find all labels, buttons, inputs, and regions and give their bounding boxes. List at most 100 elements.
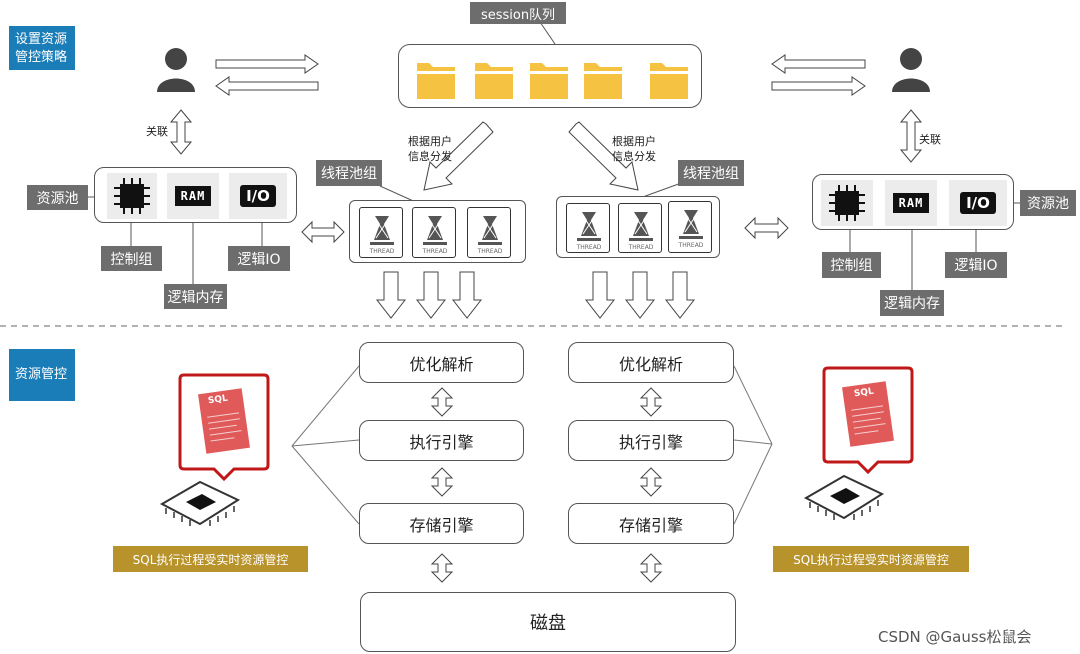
folder-icon xyxy=(475,63,513,99)
left-dispatch-arrow xyxy=(423,121,494,191)
right-relate-arrow xyxy=(899,109,923,163)
sql-bubble: SQL xyxy=(178,373,270,482)
sql-realtime-text: SQL执行过程受实时资源管控 xyxy=(793,552,949,567)
dispatch-label: 根据用户 信息分发 xyxy=(404,134,456,164)
resource-pool-tag: 资源池 xyxy=(27,185,88,210)
ram-chip-icon: RAM xyxy=(167,173,219,219)
thread-pool-group-tag: 线程池组 xyxy=(316,160,382,186)
relate-label: 关联 xyxy=(919,133,941,146)
ram-text: RAM xyxy=(892,193,930,213)
execution-engine-box: 执行引擎 xyxy=(568,420,734,461)
folder-icon xyxy=(650,63,688,99)
control-group-text: 控制组 xyxy=(830,258,873,274)
thread-caption: THREAD xyxy=(576,244,602,251)
storage-engine-box: 存储引擎 xyxy=(568,503,734,544)
storage-engine-text: 存储引擎 xyxy=(409,515,474,535)
io-icon: I/O xyxy=(229,173,287,219)
execution-engine-box: 执行引擎 xyxy=(359,420,524,461)
io-text: I/O xyxy=(960,192,996,214)
thread-caption: THREAD xyxy=(678,242,704,249)
processor-chip-icon xyxy=(156,470,242,532)
logic-memory-tag: 逻辑内存 xyxy=(880,290,944,316)
sql-realtime-tag: SQL执行过程受实时资源管控 xyxy=(773,546,969,572)
disk-box: 磁盘 xyxy=(360,592,736,652)
session-queue-text: session队列 xyxy=(480,7,556,23)
engine-updown-arrows xyxy=(430,387,663,583)
thread-spool-icon: THREAD xyxy=(566,203,610,253)
right-fan-lines xyxy=(733,365,773,525)
thread-caption: THREAD xyxy=(422,248,448,255)
left-fan-lines xyxy=(291,365,360,525)
resource-pool-text: 资源池 xyxy=(36,190,79,207)
thread-pool-group-box: THREAD THREAD THREAD xyxy=(556,196,720,258)
thread-caption: THREAD xyxy=(477,248,503,255)
relate-label: 关联 xyxy=(146,125,168,138)
storage-engine-box: 存储引擎 xyxy=(359,503,524,544)
set-policy-tag: 设置资源管控策略 xyxy=(9,26,75,70)
left-relate-arrow xyxy=(169,109,193,155)
logic-memory-tag: 逻辑内存 xyxy=(164,284,227,309)
right-pool-thread-arrow xyxy=(744,216,789,240)
logic-memory-text: 逻辑内存 xyxy=(167,289,224,306)
sql-realtime-text: SQL执行过程受实时资源管控 xyxy=(132,552,289,567)
thread-caption: THREAD xyxy=(369,248,395,255)
right-dispatch-arrow xyxy=(568,121,639,191)
sql-realtime-tag: SQL执行过程受实时资源管控 xyxy=(113,546,308,572)
session-queue-tag: session队列 xyxy=(470,2,566,24)
sql-bubble: SQL xyxy=(822,366,914,475)
right-user-queue-arrows xyxy=(771,54,866,96)
session-folders xyxy=(417,63,688,99)
optimize-parse-box: 优化解析 xyxy=(359,342,524,383)
logic-memory-text: 逻辑内存 xyxy=(884,296,940,312)
dispatch-line-1: 根据用户 xyxy=(408,135,452,148)
control-group-tag: 控制组 xyxy=(822,252,881,278)
disk-text: 磁盘 xyxy=(530,613,566,634)
session-queue-box xyxy=(398,44,702,108)
thread-pool-group-text: 线程池组 xyxy=(683,166,739,182)
left-user-queue-arrows xyxy=(215,54,319,96)
optimize-parse-text: 优化解析 xyxy=(618,354,683,374)
cpu-chip-icon xyxy=(107,173,157,219)
ram-text: RAM xyxy=(174,186,212,206)
folder-icon xyxy=(584,63,622,99)
resource-pool-box: RAM I/O xyxy=(94,167,297,223)
optimize-parse-box: 优化解析 xyxy=(568,342,734,383)
logic-io-tag: 逻辑IO xyxy=(228,246,290,271)
folder-icon xyxy=(417,63,455,99)
thread-caption: THREAD xyxy=(628,244,654,251)
resource-pool-tag: 资源池 xyxy=(1020,190,1076,216)
control-group-tag: 控制组 xyxy=(101,246,162,271)
thread-spool-icon: THREAD xyxy=(359,207,403,258)
storage-engine-text: 存储引擎 xyxy=(618,515,683,535)
set-policy-text: 设置资源管控策略 xyxy=(15,32,68,65)
dispatch-line-1: 根据用户 xyxy=(612,135,656,148)
execution-engine-text: 执行引擎 xyxy=(409,432,474,452)
thread-spool-icon: THREAD xyxy=(412,207,456,258)
thread-pool-group-text: 线程池组 xyxy=(321,166,377,182)
thread-spool-icon: THREAD xyxy=(668,201,712,253)
control-group-text: 控制组 xyxy=(110,251,153,268)
optimize-parse-text: 优化解析 xyxy=(409,354,474,374)
thread-pool-group-box: THREAD THREAD THREAD xyxy=(349,200,526,263)
io-icon: I/O xyxy=(949,180,1007,226)
folder-icon xyxy=(530,63,568,99)
thread-pool-group-tag: 线程池组 xyxy=(678,160,744,186)
execution-engine-text: 执行引擎 xyxy=(618,432,683,452)
dispatch-line-2: 信息分发 xyxy=(408,150,452,163)
resource-control-text: 资源管控 xyxy=(15,367,68,382)
thread-spool-icon: THREAD xyxy=(467,207,511,258)
watermark: CSDN @Gauss松鼠会 xyxy=(878,628,1032,646)
left-pool-thread-arrow xyxy=(301,220,345,244)
io-text: I/O xyxy=(240,185,276,207)
resource-pool-box: RAM I/O xyxy=(812,174,1014,230)
logic-io-text: 逻辑IO xyxy=(237,251,281,268)
ram-chip-icon: RAM xyxy=(885,180,937,226)
logic-io-text: 逻辑IO xyxy=(954,258,998,274)
dispatch-label: 根据用户 信息分发 xyxy=(608,134,660,164)
right-down-arrows xyxy=(584,271,696,319)
logic-io-tag: 逻辑IO xyxy=(945,252,1007,278)
processor-chip-icon xyxy=(800,464,886,526)
user-icon xyxy=(155,46,197,92)
left-down-arrows xyxy=(375,271,483,319)
